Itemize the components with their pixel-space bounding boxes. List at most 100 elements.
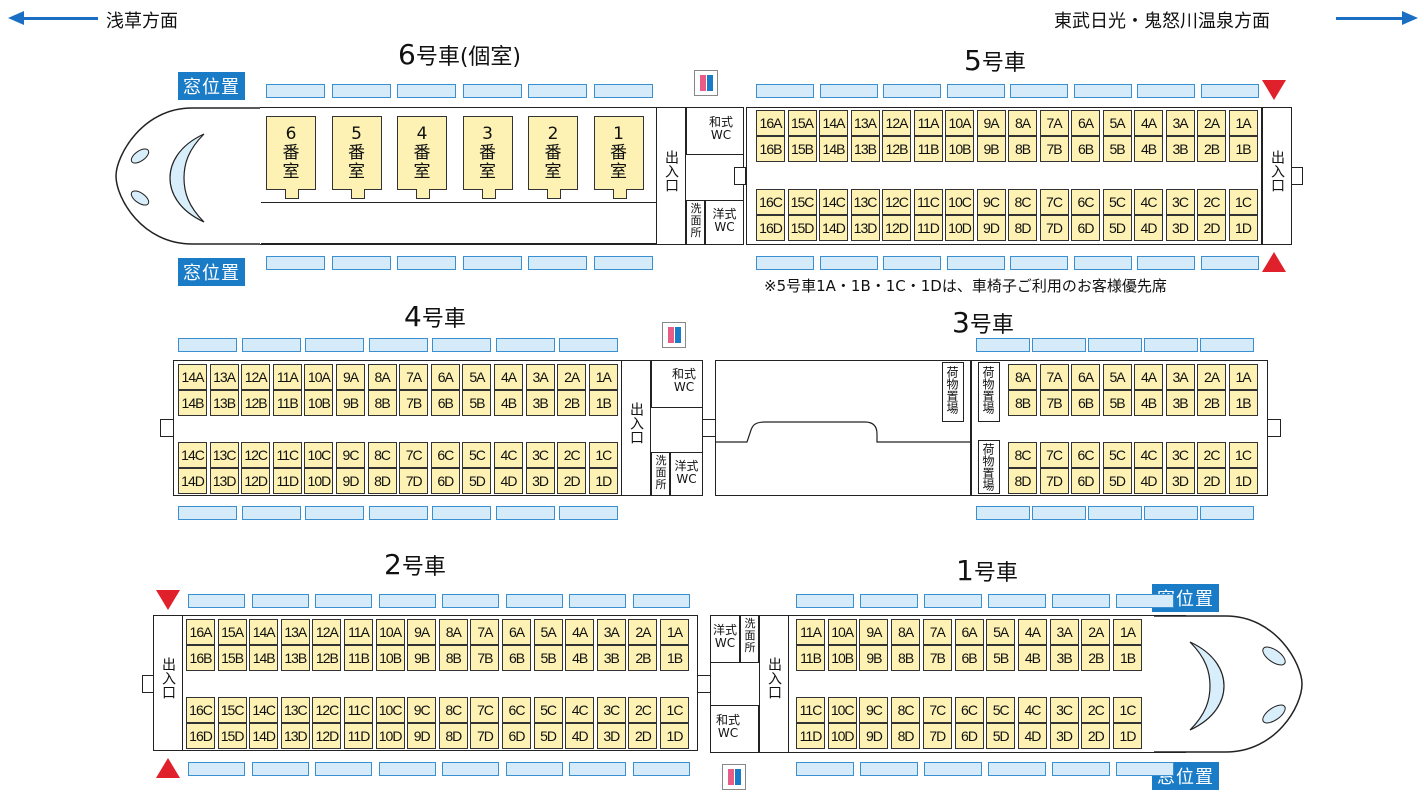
window-strip [315, 594, 372, 608]
seat-7A: 7A [399, 364, 429, 390]
seat-7D: 7D [399, 468, 429, 494]
seat-6C: 6C [1071, 442, 1100, 468]
seat-10C: 10C [304, 442, 334, 468]
window-strip [331, 256, 391, 270]
window-strip [178, 338, 237, 352]
car1-washroom-label: 洗面所 [744, 617, 756, 654]
seat-2B: 2B [628, 645, 658, 671]
window-strip [988, 762, 1046, 776]
car2-marker-bottom [156, 758, 180, 778]
seat-16C: 16C [186, 697, 215, 723]
seat-11A: 11A [344, 619, 373, 645]
car6-washroom-label: 洗面所 [690, 202, 702, 239]
seat-8B: 8B [1008, 136, 1037, 162]
seat-4A: 4A [1134, 110, 1163, 136]
seat-12B: 12B [882, 136, 911, 162]
seat-12C: 12C [882, 189, 911, 215]
seat-16A: 16A [756, 110, 785, 136]
window-strip [495, 506, 555, 520]
window-strip [1073, 84, 1132, 98]
window-strip [505, 594, 563, 608]
seat-5C: 5C [986, 697, 1016, 723]
seat-1B: 1B [1113, 645, 1142, 671]
seat-9A: 9A [407, 619, 437, 645]
toilet-icon [694, 70, 718, 96]
seat-2D: 2D [1081, 723, 1111, 749]
seat-12D: 12D [241, 468, 271, 494]
seat-2B: 2B [1081, 645, 1111, 671]
car1-washroom [740, 615, 759, 663]
window-strip [559, 338, 618, 352]
seat-7B: 7B [1039, 136, 1069, 162]
window-strip [188, 762, 245, 776]
seat-5D: 5D [1102, 468, 1132, 494]
seat-12A: 12A [882, 110, 911, 136]
seat-7C: 7C [1039, 442, 1069, 468]
seat-14B: 14B [249, 645, 279, 671]
seat-14A: 14A [819, 110, 848, 136]
window-strip [924, 762, 982, 776]
seat-8C: 8C [438, 697, 468, 723]
toilet-icon [722, 764, 746, 790]
car3-luggage-2 [978, 362, 1000, 422]
car2-marker-top [156, 590, 180, 610]
window-strip [1052, 594, 1110, 608]
seat-10B: 10B [827, 645, 857, 671]
seat-14A: 14A [249, 619, 279, 645]
window-position-badge: 窓位置 [178, 258, 245, 286]
seat-1D: 1D [1228, 468, 1258, 494]
seat-11C: 11C [796, 697, 825, 723]
seat-7A: 7A [1039, 110, 1069, 136]
seat-11B: 11B [344, 645, 373, 671]
seat-4C: 4C [565, 697, 595, 723]
window-strip [251, 762, 309, 776]
gangway-4-3 [702, 419, 716, 437]
window-strip [368, 506, 428, 520]
window-strip [241, 506, 301, 520]
seat-9A: 9A [976, 110, 1006, 136]
seat-14B: 14B [819, 136, 848, 162]
seat-15D: 15D [217, 723, 247, 749]
window-strip [368, 338, 428, 352]
seat-1B: 1B [660, 645, 689, 671]
seat-6C: 6C [430, 442, 460, 468]
seat-3A: 3A [1165, 364, 1195, 390]
seat-3C: 3C [1165, 442, 1195, 468]
window-strip [495, 338, 555, 352]
seat-10A: 10A [375, 619, 405, 645]
seat-8A: 8A [891, 619, 921, 645]
window-strip [251, 594, 309, 608]
seat-4B: 4B [1134, 136, 1163, 162]
seat-8B: 8B [438, 645, 468, 671]
window-strip [528, 84, 587, 98]
window-strip [796, 762, 854, 776]
car4-western-wc [670, 452, 703, 496]
seat-3B: 3B [1165, 390, 1195, 416]
seat-11A: 11A [796, 619, 825, 645]
seat-7A: 7A [1039, 364, 1069, 390]
seat-1B: 1B [588, 390, 618, 416]
seat-5B: 5B [462, 390, 492, 416]
window-strip [397, 84, 456, 98]
seat-12B: 12B [312, 645, 342, 671]
window-strip [1200, 338, 1254, 352]
seat-15C: 15C [217, 697, 247, 723]
car1-japanese-wc [710, 705, 759, 753]
car3-luggage-3 [978, 440, 1000, 494]
seat-13B: 13B [209, 390, 239, 416]
window-strip [988, 594, 1046, 608]
seat-3D: 3D [1049, 723, 1079, 749]
window-strip [442, 762, 499, 776]
seat-5D: 5D [533, 723, 563, 749]
window-strip [860, 762, 918, 776]
seat-3B: 3B [596, 645, 626, 671]
seat-7D: 7D [470, 723, 500, 749]
seat-15A: 15A [217, 619, 247, 645]
seat-12C: 12C [241, 442, 271, 468]
seat-14C: 14C [819, 189, 848, 215]
seat-2B: 2B [1197, 390, 1226, 416]
seat-16D: 16D [756, 215, 785, 241]
window-strip [860, 594, 918, 608]
